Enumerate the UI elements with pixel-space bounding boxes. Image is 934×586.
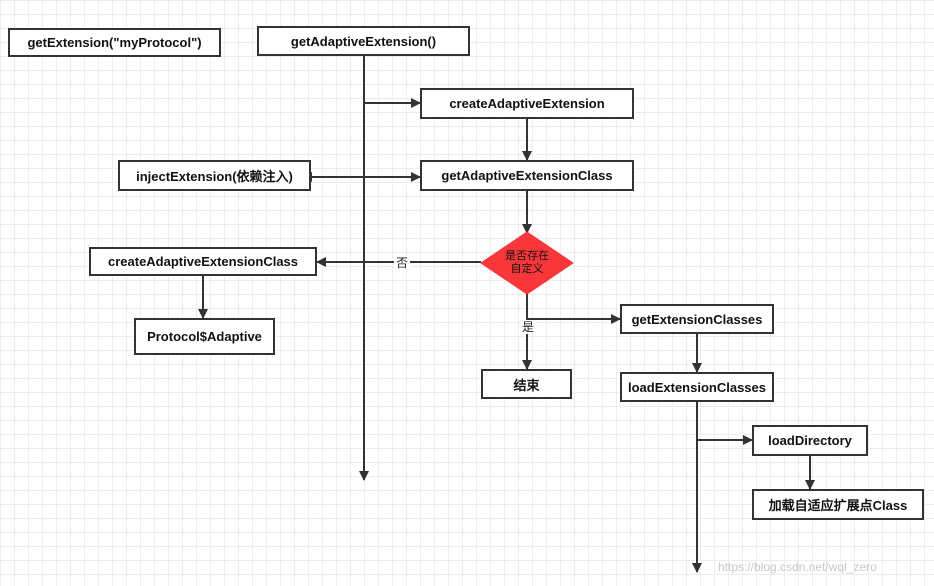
get-extension-node: getExtension("myProtocol") [8,28,221,57]
decision-diamond [480,231,574,295]
protocol-adaptive-node: Protocol$Adaptive [134,318,275,355]
watermark: https://blog.csdn.net/wql_zero [718,560,877,574]
no-label: 否 [394,256,411,270]
decision-text-line2: 自定义 [510,263,544,275]
load-extension-classes-node: loadExtensionClasses [620,372,774,402]
decision-text: 是否存在 自定义 [490,250,564,276]
decision-text-line1: 是否存在 [505,250,549,262]
create-adaptive-extension-class-node: createAdaptiveExtensionClass [89,247,317,276]
get-adaptive-extension-node: getAdaptiveExtension() [257,26,470,56]
load-extension-point-node: 加载自适应扩展点Class [752,489,924,520]
inject-extension-node: injectExtension(依赖注入) [118,160,311,191]
create-adaptive-extension-node: createAdaptiveExtension [420,88,634,119]
get-extension-classes-node: getExtensionClasses [620,304,774,334]
get-adaptive-extension-class-node: getAdaptiveExtensionClass [420,160,634,191]
end-node: 结束 [481,369,572,399]
load-directory-node: loadDirectory [752,425,868,456]
yes-label: 是 [520,320,537,334]
